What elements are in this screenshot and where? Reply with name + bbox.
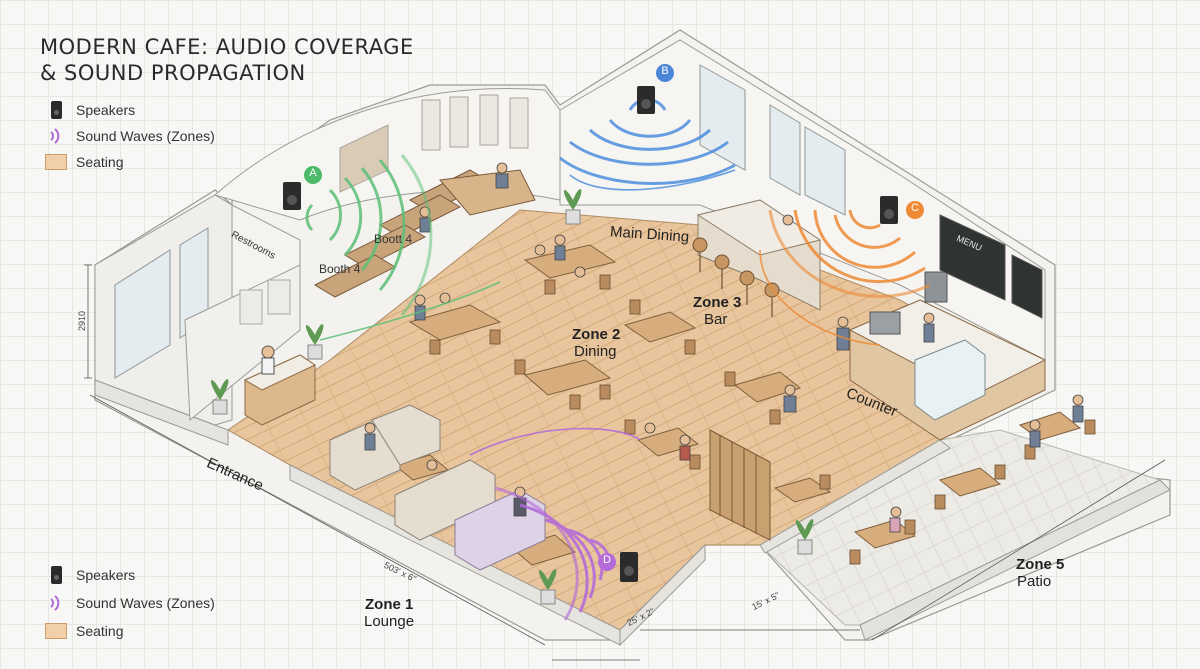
- zone-2-subtitle: Dining: [574, 343, 617, 360]
- speaker-badge-b: B: [661, 65, 669, 77]
- zone-2-title: Zone 2: [572, 326, 621, 343]
- legend-item-seating: Seating: [44, 149, 215, 175]
- speaker-d: [598, 552, 638, 582]
- bar-counter: [692, 199, 822, 317]
- acoustic-panels: [339, 94, 529, 193]
- sound-waves-zone-c: [759, 209, 931, 346]
- booth-label-lower: Booth 4: [319, 262, 361, 276]
- speaker-a: [283, 166, 322, 210]
- legend-label: Seating: [76, 154, 124, 170]
- sound-wave-icon: [44, 593, 68, 613]
- host-stand: [243, 345, 317, 426]
- zone-5-title: Zone 5: [1016, 556, 1065, 573]
- chairs: [429, 274, 1096, 565]
- speaker-icon: [44, 100, 68, 120]
- legend-item-speakers: Speakers: [44, 97, 215, 123]
- booth-seating: [313, 169, 536, 298]
- zone-1-title: Zone 1: [365, 596, 414, 613]
- speaker-badge-a: A: [309, 167, 317, 179]
- legend-label: Sound Waves (Zones): [76, 595, 215, 611]
- sound-waves-zone-a: [305, 154, 501, 341]
- booth-label-upper: Boott 4: [374, 232, 413, 246]
- legend-label: Speakers: [76, 102, 136, 118]
- speaker-c: [880, 196, 924, 224]
- sound-waves-zone-b: [559, 98, 736, 191]
- dimension-left: 2910: [77, 310, 88, 332]
- sound-waves-zone-d: [469, 427, 641, 621]
- zone-5-subtitle: Patio: [1017, 573, 1052, 590]
- legend-item-sound-waves: Sound Waves (Zones): [44, 123, 215, 149]
- windows: [114, 64, 846, 379]
- legend-label: Sound Waves (Zones): [76, 128, 215, 144]
- legend-top: Speakers Sound Waves (Zones) Seating: [44, 97, 215, 175]
- zone-3-subtitle: Bar: [704, 311, 728, 328]
- plants: [210, 189, 814, 605]
- speaker-badge-c: C: [911, 202, 919, 214]
- zone-1-subtitle: Lounge: [364, 613, 415, 630]
- seating-swatch: [44, 621, 68, 641]
- speaker-b: [637, 64, 674, 114]
- slatted-divider: [709, 429, 771, 541]
- legend-item-seating: Seating: [44, 617, 215, 645]
- sound-wave-icon: [44, 126, 68, 146]
- diagram-title: MODERN CAFE: AUDIO COVERAGE & SOUND PROP…: [40, 35, 414, 85]
- dimension-lines: [84, 264, 1166, 661]
- speaker-icon: [44, 565, 68, 585]
- legend-label: Speakers: [76, 567, 136, 583]
- legend-item-speakers: Speakers: [44, 561, 215, 589]
- menu-boards: [939, 214, 1043, 319]
- service-counter: [848, 271, 1047, 441]
- legend-label: Seating: [76, 623, 124, 639]
- seating-swatch: [44, 152, 68, 172]
- legend-item-sound-waves: Sound Waves (Zones): [44, 589, 215, 617]
- zone-3-title: Zone 3: [693, 294, 742, 311]
- legend-bottom: Speakers Sound Waves (Zones) Seating: [44, 561, 215, 645]
- speaker-badge-d: D: [603, 554, 611, 566]
